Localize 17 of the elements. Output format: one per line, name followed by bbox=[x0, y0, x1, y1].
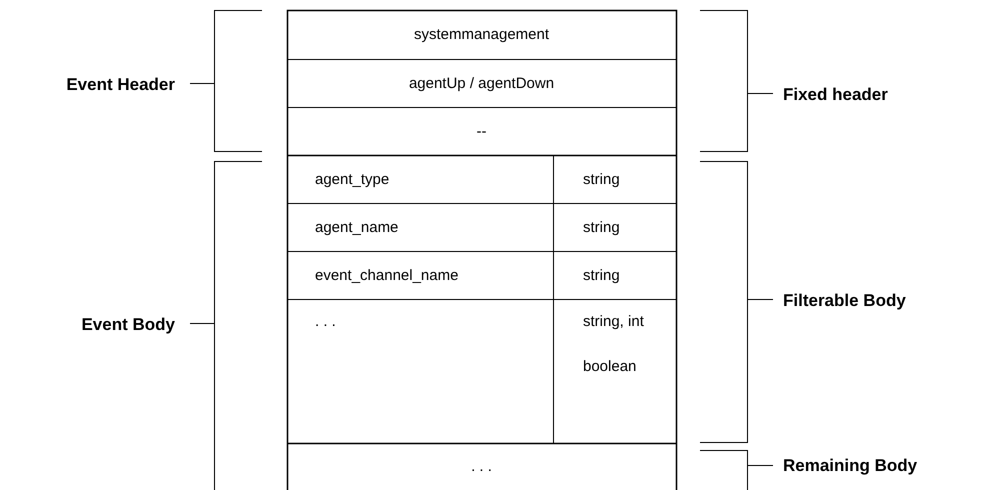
bracket-label: Event Header bbox=[66, 75, 175, 95]
cell-text: string bbox=[583, 218, 620, 236]
bracket-label: Filterable Body bbox=[783, 291, 906, 311]
cell-text: -- bbox=[476, 122, 486, 140]
cell-text: agent_type bbox=[315, 170, 390, 188]
cell-text: string, int boolean bbox=[583, 312, 645, 377]
cell-text: string bbox=[583, 170, 620, 188]
cell-text: . . . bbox=[471, 458, 492, 475]
cell-text: systemmanagement bbox=[414, 26, 550, 43]
bracket-label: Event Body bbox=[81, 315, 175, 335]
cell-text: agentUp / agentDown bbox=[408, 74, 554, 92]
cell-text: string bbox=[583, 266, 620, 284]
cell-text: agent_name bbox=[315, 218, 398, 236]
bracket-label: Remaining Body bbox=[783, 456, 918, 476]
bracket-label: Fixed header bbox=[783, 85, 888, 105]
cell-text: event_channel_name bbox=[315, 266, 458, 284]
cell-text: . . . bbox=[315, 312, 336, 330]
